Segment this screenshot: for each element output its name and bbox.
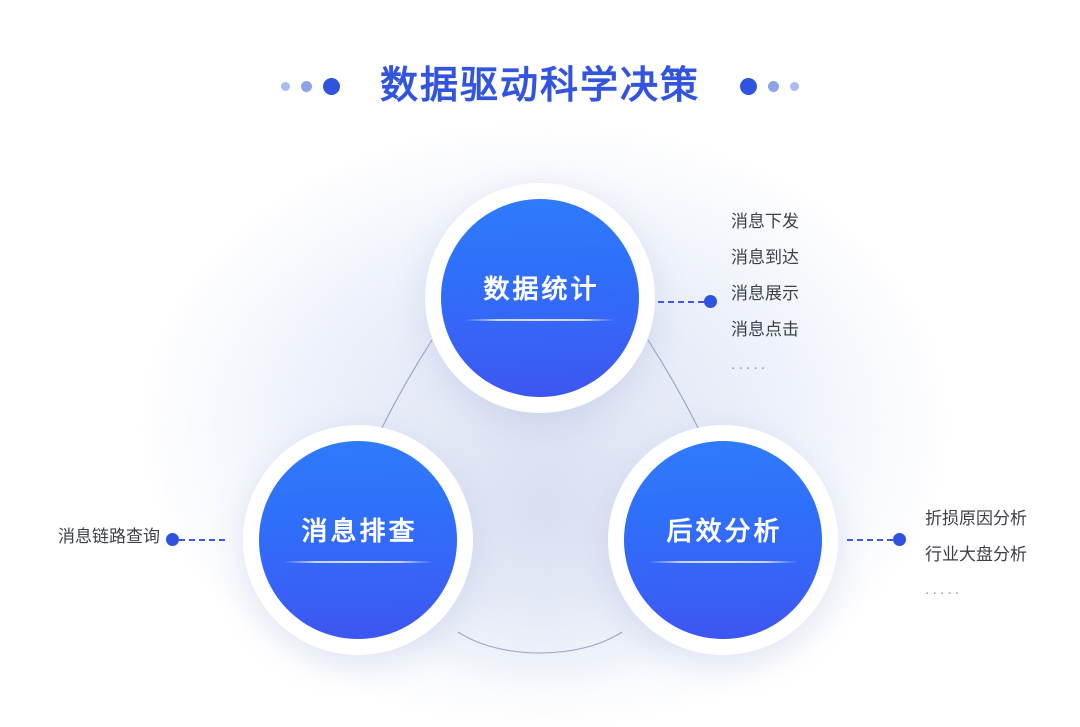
node-data-statistics[interactable]: 数据统计 <box>425 183 655 413</box>
small-dot-icon <box>790 81 799 91</box>
annotation-ellipsis: ..... <box>731 356 769 373</box>
node-effect-analysis[interactable]: 后效分析 <box>608 425 838 655</box>
page-header: 数据驱动科学决策 <box>0 58 1080 114</box>
annotation-item: 消息链路查询 <box>58 527 160 546</box>
medium-dot-icon <box>300 80 312 92</box>
node-body: 数据统计 <box>441 199 639 397</box>
node-body: 后效分析 <box>624 441 822 639</box>
page-title: 数据驱动科学决策 <box>379 65 700 107</box>
connector-top-right <box>658 295 717 308</box>
annotations-message-troubleshoot: 消息链路查询 <box>20 528 160 545</box>
decor-dots-right <box>740 77 799 95</box>
decor-dots-left <box>280 77 340 95</box>
node-underline <box>283 560 433 563</box>
large-dot-icon <box>740 77 757 95</box>
dashed-line <box>179 538 225 541</box>
annotations-effect-analysis: 折损原因分析 行业大盘分析 ..... <box>925 510 1027 598</box>
dashed-line <box>847 538 893 541</box>
connector-endpoint-dot-icon <box>893 533 906 546</box>
node-label: 消息排查 <box>301 515 418 546</box>
medium-dot-icon <box>768 80 779 92</box>
node-underline <box>648 560 798 563</box>
annotation-item: 消息下发 <box>731 212 799 231</box>
connector-endpoint-dot-icon <box>166 533 179 546</box>
connector-left <box>166 533 225 546</box>
large-dot-icon <box>322 77 340 95</box>
annotation-ellipsis: ..... <box>925 581 963 598</box>
node-label: 数据统计 <box>483 273 600 304</box>
node-underline <box>465 318 615 321</box>
annotation-item: 消息到达 <box>731 248 799 267</box>
annotation-item: 行业大盘分析 <box>925 545 1027 564</box>
connector-endpoint-dot-icon <box>704 295 717 308</box>
node-label: 后效分析 <box>666 515 783 546</box>
small-dot-icon <box>280 81 290 91</box>
annotation-item: 消息点击 <box>731 320 799 339</box>
annotation-item: 折损原因分析 <box>925 509 1027 528</box>
dashed-line <box>658 300 704 303</box>
annotations-data-statistics: 消息下发 消息到达 消息展示 消息点击 ..... <box>731 213 799 373</box>
node-body: 消息排查 <box>259 441 457 639</box>
connector-bottom-right <box>847 533 906 546</box>
annotation-item: 消息展示 <box>731 284 799 303</box>
node-message-troubleshoot[interactable]: 消息排查 <box>243 425 473 655</box>
